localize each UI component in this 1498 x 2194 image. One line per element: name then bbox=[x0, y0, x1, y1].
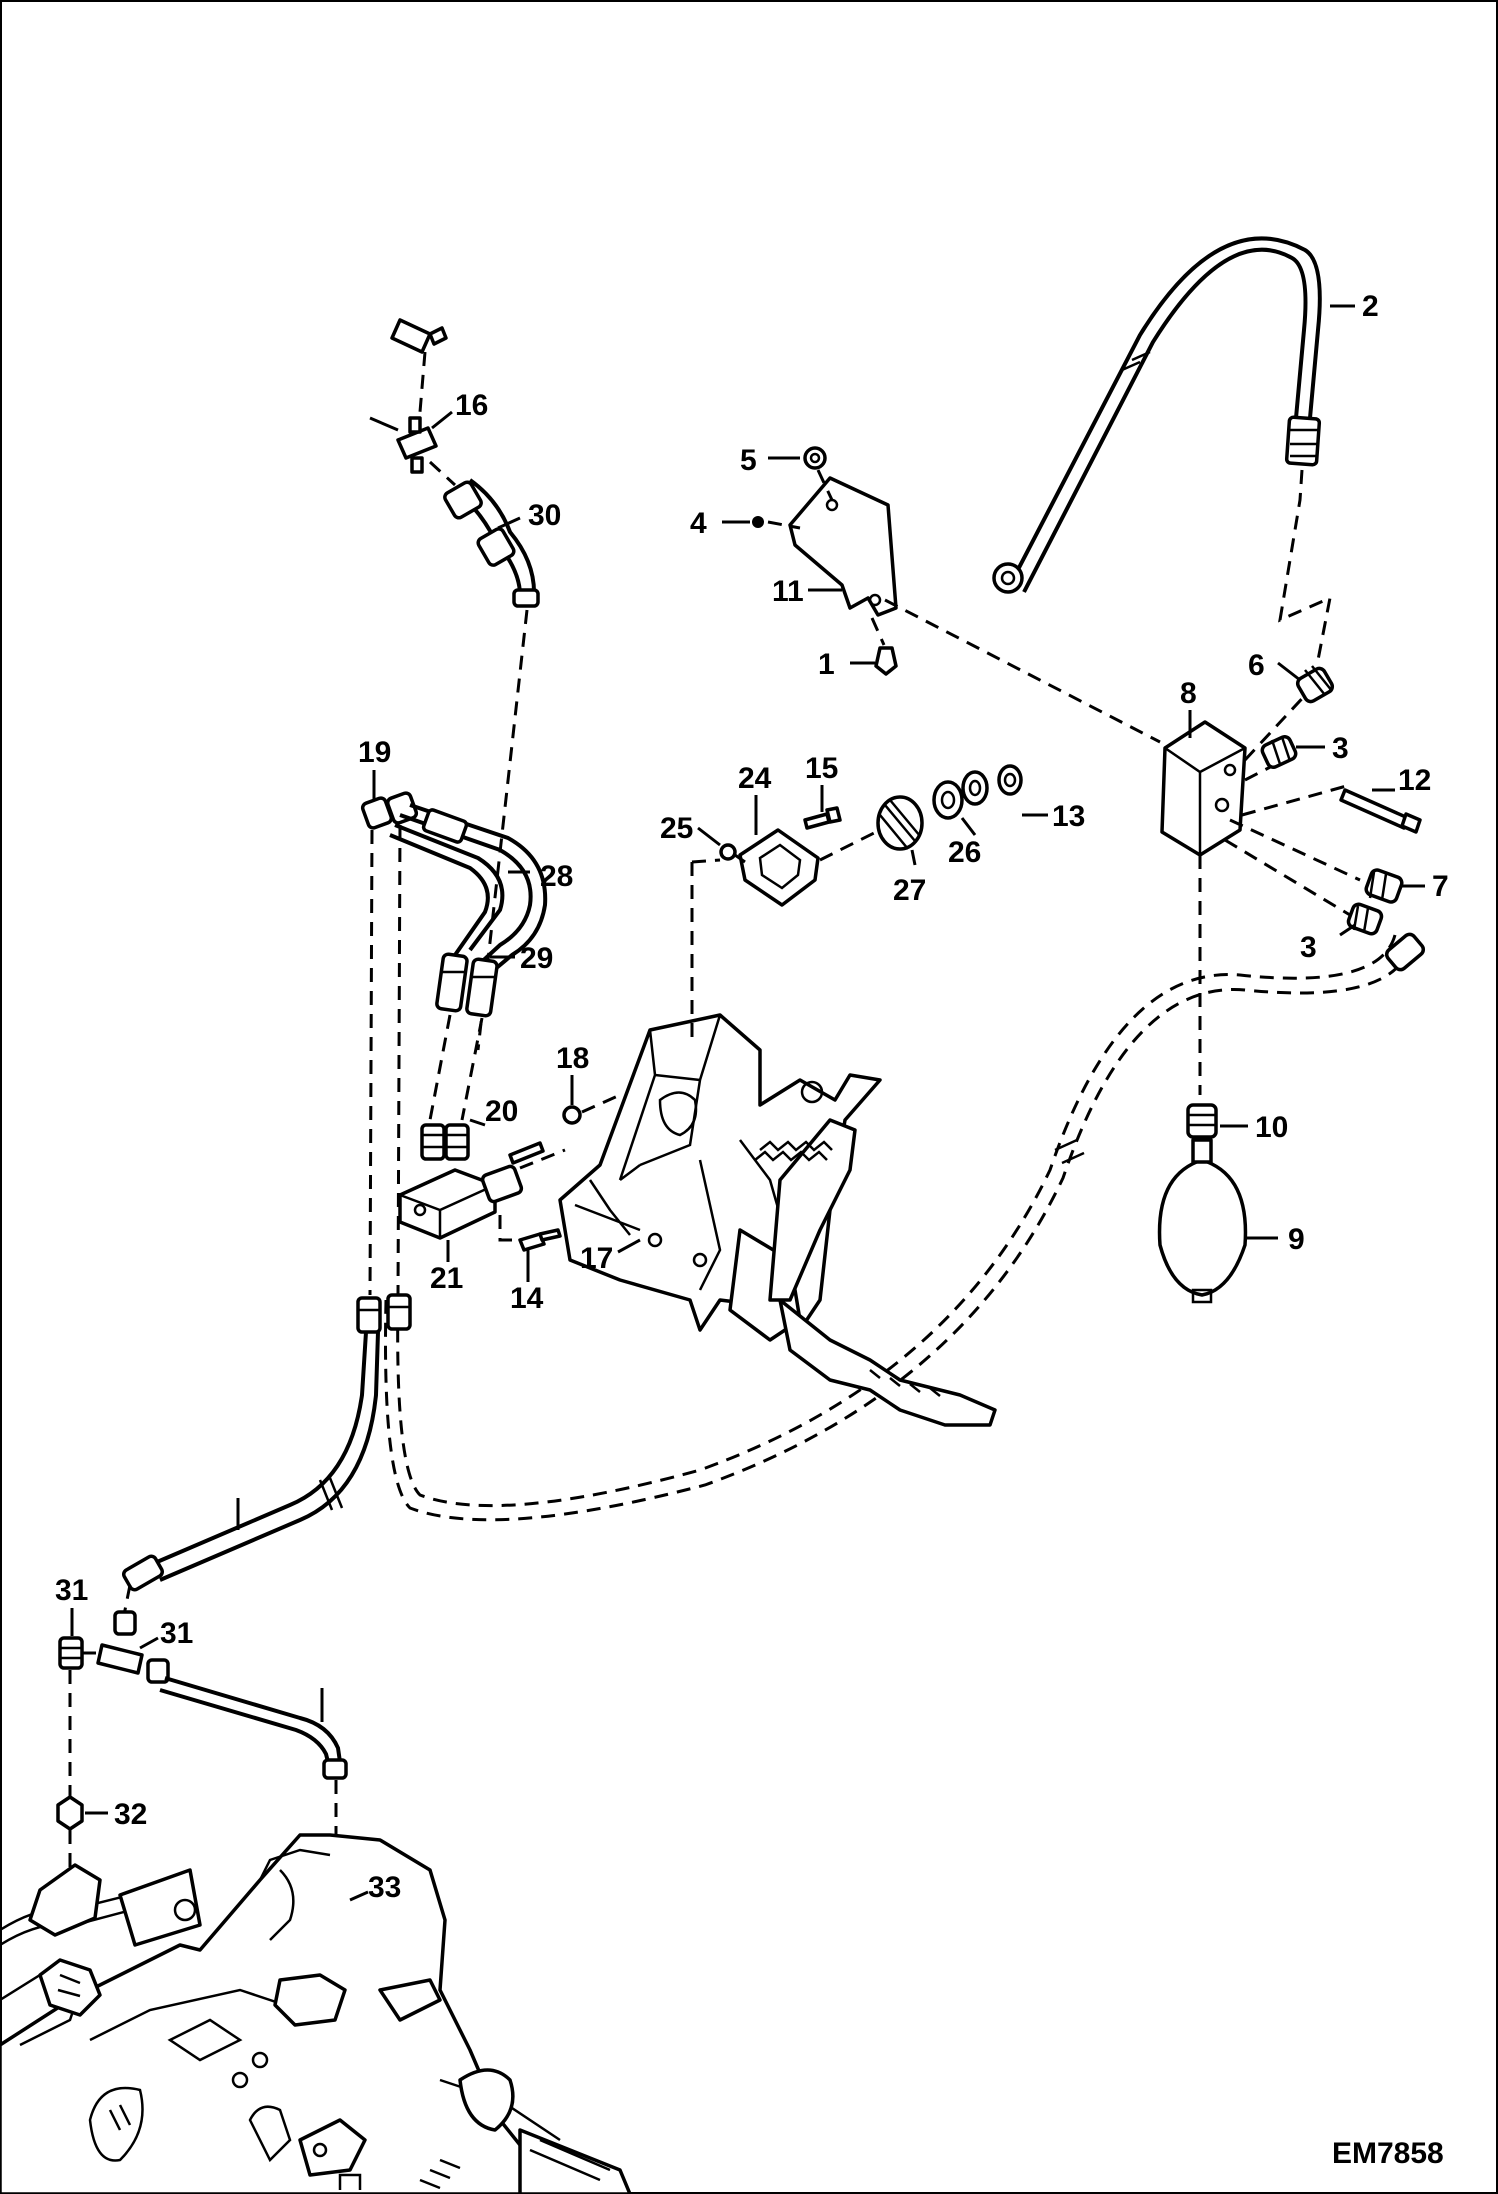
pedal-assembly-17 bbox=[558, 1013, 997, 1427]
fitting-31-left bbox=[56, 1795, 84, 1831]
fastener-1 bbox=[874, 646, 898, 676]
drawing-code: EM7858 bbox=[1332, 2137, 1444, 2170]
callout-19: 19 bbox=[358, 736, 391, 769]
nut-13 bbox=[997, 764, 1023, 796]
callout-14: 14 bbox=[510, 1282, 544, 1315]
callout-17: 17 bbox=[580, 1242, 613, 1275]
callout-20: 20 bbox=[485, 1095, 518, 1128]
dash-tee bbox=[418, 351, 427, 413]
hose-28 bbox=[443, 478, 540, 608]
callout-2: 2 bbox=[1362, 290, 1379, 323]
callout-18: 18 bbox=[556, 1042, 589, 1075]
tube-33 bbox=[159, 1676, 348, 1780]
bolt-12 bbox=[1339, 788, 1422, 834]
dash-bracket-valve bbox=[884, 598, 1161, 744]
callout-12: 12 bbox=[1398, 764, 1431, 797]
fastener-5 bbox=[803, 446, 827, 470]
callout-13: 13 bbox=[1052, 800, 1085, 833]
callout-7: 7 bbox=[1432, 870, 1449, 903]
damper-25 bbox=[876, 795, 924, 851]
callout-9: 9 bbox=[1288, 1223, 1305, 1256]
accumulator-9 bbox=[1157, 1138, 1248, 1304]
fitting-6 bbox=[1295, 665, 1335, 704]
callout-28: 30 bbox=[528, 499, 561, 532]
valve-block-8 bbox=[1160, 720, 1247, 857]
dash-hose2-fitting6 bbox=[1278, 469, 1333, 661]
callout-31-right: 33 bbox=[368, 1871, 401, 1904]
fittings-lower-19 bbox=[356, 1293, 412, 1334]
callout-1: 1 bbox=[818, 648, 835, 681]
callout-30: 31 bbox=[160, 1617, 193, 1650]
callout-25: 27 bbox=[893, 874, 926, 907]
bolt-20-side bbox=[508, 1141, 545, 1165]
bolt-15 bbox=[803, 806, 842, 830]
callout-22: 24 bbox=[738, 762, 772, 795]
callout-8: 8 bbox=[1180, 677, 1197, 710]
callout-31-left: 32 bbox=[114, 1798, 147, 1831]
fitting-10 bbox=[1186, 1103, 1218, 1139]
hose-2 bbox=[992, 236, 1322, 594]
dash-valve-connections bbox=[1198, 688, 1361, 1095]
tee-30 bbox=[96, 1610, 170, 1684]
valve-block-21 bbox=[398, 1164, 524, 1240]
hose-32 bbox=[121, 1331, 380, 1592]
callout-3-lower: 3 bbox=[1300, 931, 1317, 964]
callout-26: 28 bbox=[540, 860, 573, 893]
bolt-14 bbox=[518, 1228, 562, 1252]
callout-16: 16 bbox=[455, 389, 488, 422]
callout-27: 29 bbox=[520, 942, 553, 975]
callout-15: 15 bbox=[805, 752, 838, 785]
callout-11: 11 bbox=[772, 575, 804, 608]
callout-23: 25 bbox=[660, 812, 693, 845]
dash-bracket bbox=[767, 469, 886, 646]
fastener-4 bbox=[752, 516, 764, 528]
callout-4: 4 bbox=[690, 507, 707, 540]
callouts: 2 5 4 11 1 8 6 3 12 7 3 10 9 13 26 27 15 bbox=[55, 290, 1449, 2170]
fastener-18 bbox=[562, 1105, 582, 1125]
callout-3-upper: 3 bbox=[1332, 732, 1349, 765]
tee-fitting-top bbox=[390, 318, 448, 354]
hose-long-return bbox=[384, 932, 1426, 1522]
fitting-7 bbox=[1364, 868, 1404, 904]
fitting-3-upper bbox=[1260, 735, 1298, 769]
bracket-11 bbox=[788, 476, 898, 617]
callout-24: 26 bbox=[948, 836, 981, 869]
fastener-23 bbox=[719, 843, 737, 861]
hose-27 bbox=[389, 823, 505, 1018]
fittings-19 bbox=[360, 791, 419, 830]
fitting-29 bbox=[58, 1636, 84, 1670]
callout-6: 6 bbox=[1248, 649, 1265, 682]
fitting-3-lower bbox=[1346, 902, 1384, 936]
tee-16 bbox=[396, 416, 438, 474]
axle-housing bbox=[0, 1833, 632, 2194]
fittings-20 bbox=[420, 1123, 470, 1161]
callout-5: 5 bbox=[740, 444, 757, 477]
dash-19-down bbox=[368, 824, 402, 1296]
plate-22 bbox=[738, 828, 820, 907]
callout-29: 31 bbox=[55, 1574, 88, 1607]
callout-21: 21 bbox=[430, 1262, 463, 1295]
callout-10: 10 bbox=[1255, 1111, 1288, 1144]
washer-24 bbox=[932, 770, 989, 820]
hose-26 bbox=[399, 803, 548, 977]
